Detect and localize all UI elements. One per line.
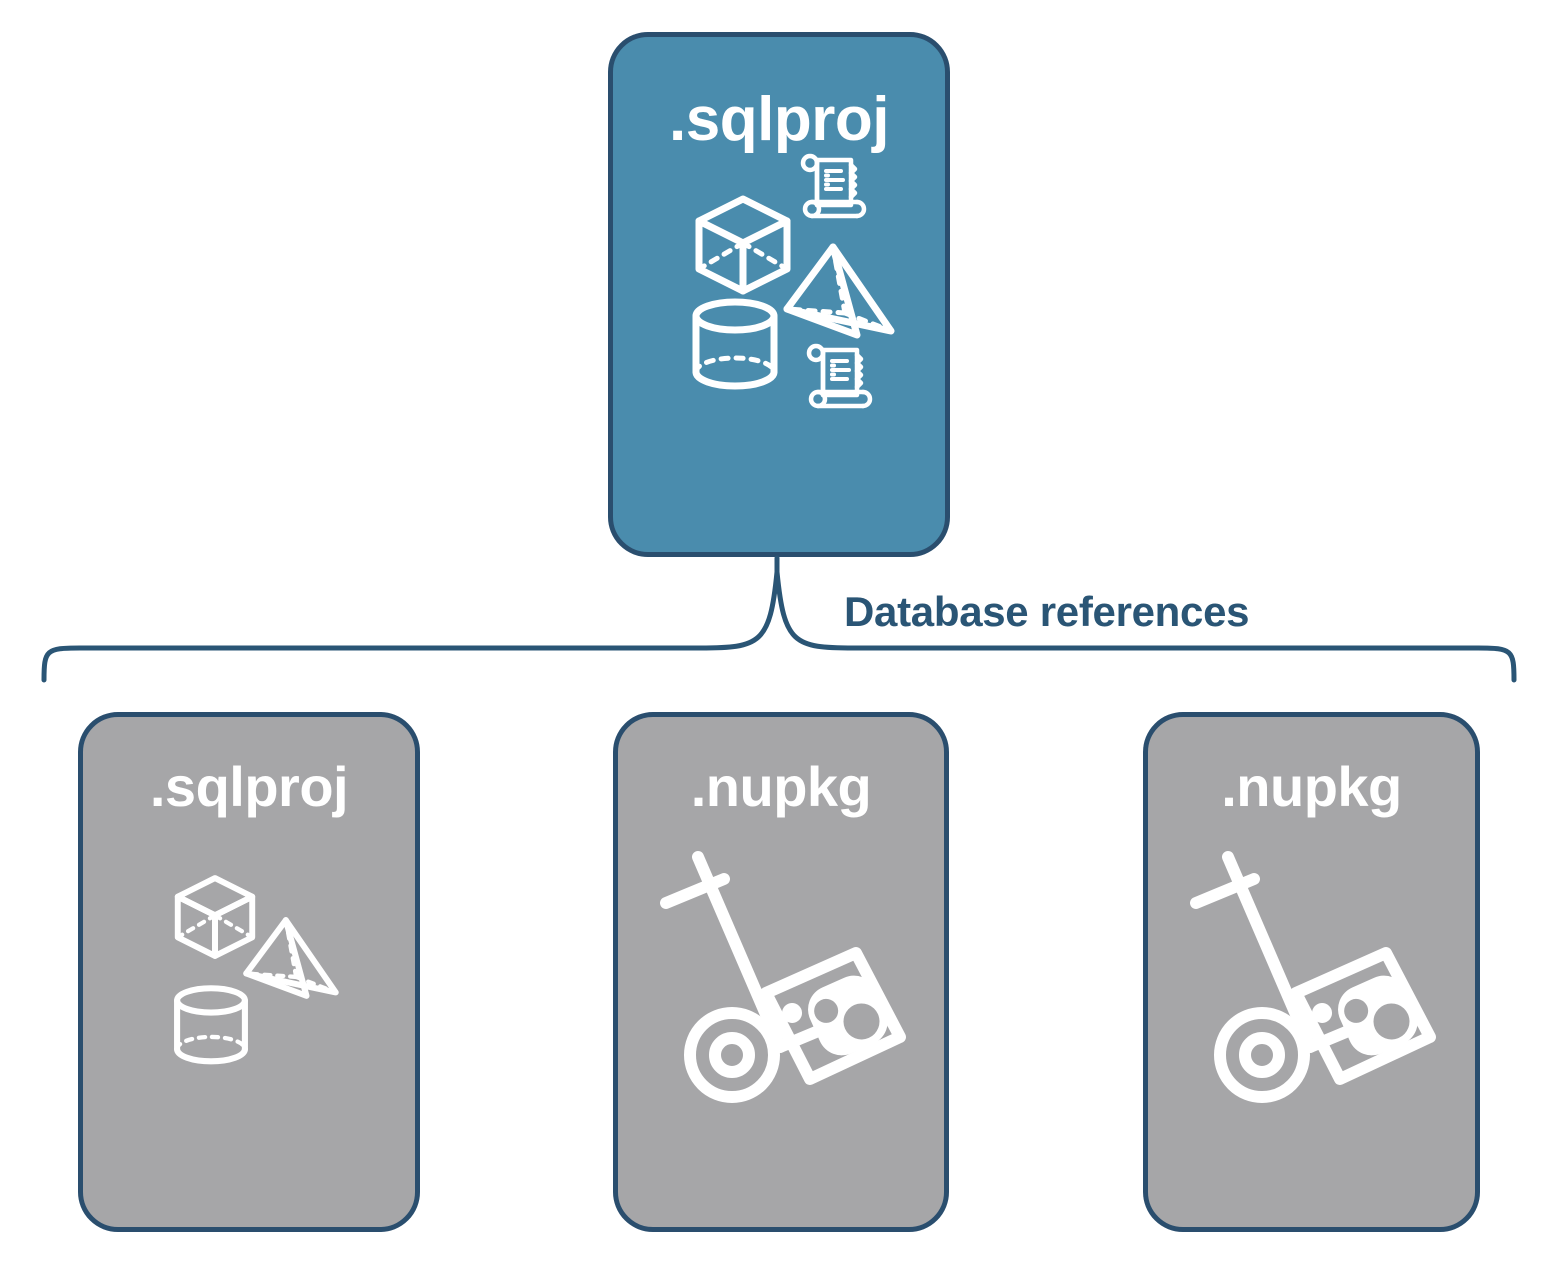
- node-ref-nupkg-1-label: .nupkg: [690, 755, 872, 818]
- node-root-label: .sqlproj: [669, 85, 889, 154]
- node-ref-nupkg-2[interactable]: .nupkg: [1143, 712, 1480, 1232]
- node-ref-nupkg-1-icon-area: [618, 815, 944, 1227]
- database-references-bracket: [41, 555, 1517, 683]
- cube-icon: [695, 195, 791, 295]
- hand-truck-package-icon: [1190, 851, 1436, 1103]
- connector-label-database-references: Database references: [844, 588, 1250, 635]
- node-ref-sqlproj[interactable]: .sqlproj: [78, 712, 420, 1232]
- node-ref-sqlproj-label: .sqlproj: [149, 755, 349, 818]
- pyramid-icon: [783, 243, 895, 339]
- node-ref-nupkg-2-icon-area: [1148, 815, 1475, 1227]
- cylinder-icon: [174, 985, 248, 1065]
- node-ref-nupkg-2-label: .nupkg: [1221, 755, 1402, 818]
- cylinder-icon: [692, 298, 778, 390]
- node-root-icon-area: [613, 151, 945, 552]
- scroll-icon: [800, 153, 867, 219]
- cube-icon: [174, 875, 256, 959]
- pyramid-icon: [243, 917, 339, 999]
- node-root-sqlproj[interactable]: .sqlproj: [608, 32, 950, 557]
- scroll-icon: [806, 343, 873, 409]
- hand-truck-package-icon: [660, 851, 906, 1103]
- node-ref-nupkg-1[interactable]: .nupkg: [613, 712, 949, 1232]
- node-ref-sqlproj-icon-area: [83, 815, 415, 1227]
